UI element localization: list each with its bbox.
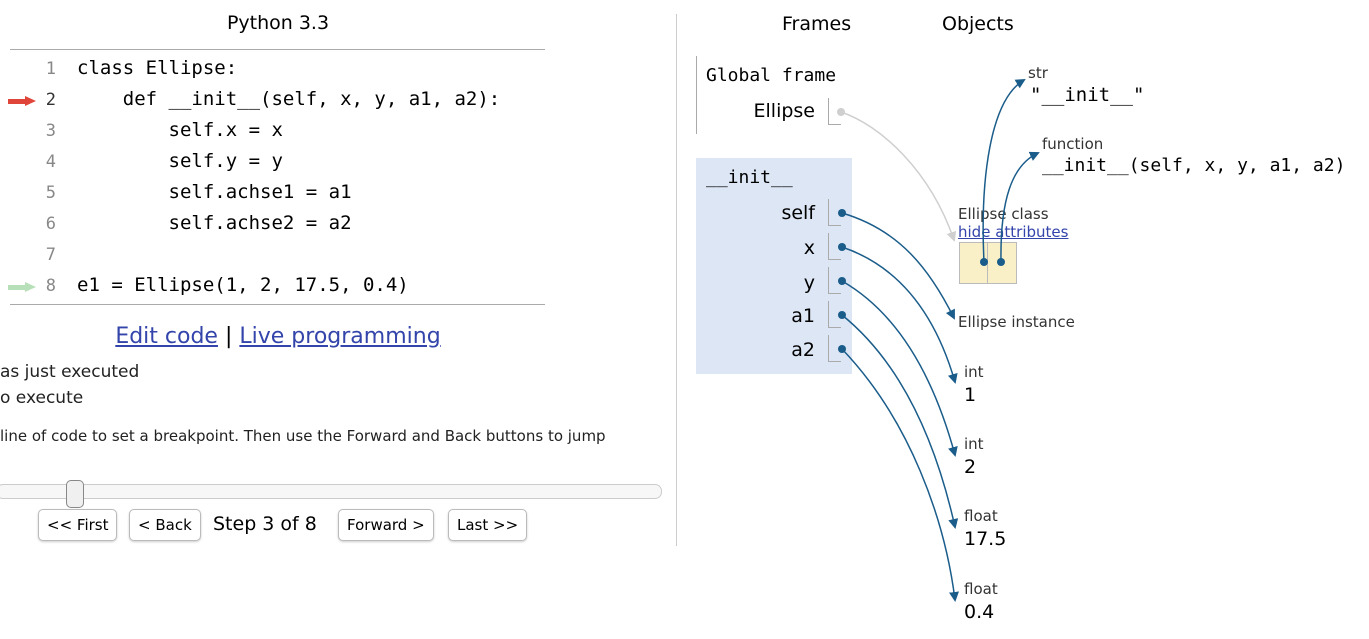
str-type: str: [1028, 64, 1048, 82]
init-frame: [696, 158, 852, 374]
float2-type: float: [964, 580, 998, 598]
pointer-class-to-function: [997, 151, 1040, 266]
execution-slider[interactable]: [0, 484, 662, 499]
link-separator: |: [224, 324, 233, 349]
line-number: 5: [45, 183, 56, 203]
var-ellipse-name: Ellipse: [753, 100, 816, 122]
code-line-8[interactable]: 8 e1 = Ellipse(1, 2, 17.5, 0.4): [0, 272, 560, 303]
pointer-a2-to-float2: [838, 345, 959, 602]
code-line-3[interactable]: 3 self.x = x: [0, 117, 560, 148]
global-frame: [696, 56, 849, 134]
global-frame-title: Global frame: [706, 65, 837, 86]
var-x-slot: [828, 233, 841, 260]
code-top-rule: [10, 49, 545, 50]
function-type: function: [1042, 135, 1104, 153]
var-y-name: y: [803, 272, 815, 294]
pointer-a1-to-float1: [838, 311, 959, 529]
edit-code-link[interactable]: Edit code: [115, 324, 218, 349]
code-line-2[interactable]: 2 def __init__(self, x, y, a1, a2):: [0, 86, 560, 117]
step-counter: Step 3 of 8: [213, 513, 317, 535]
str-value: "__init__": [1030, 84, 1145, 106]
var-self-name: self: [781, 202, 815, 224]
pointer-x-to-int1: [838, 243, 958, 384]
panel-divider: [676, 14, 677, 546]
code-bottom-rule: [10, 304, 545, 305]
first-button[interactable]: << First: [38, 509, 118, 541]
line-code: self.y = y: [77, 150, 283, 172]
next-line-arrow-icon: [8, 96, 36, 106]
float2-value: 0.4: [964, 601, 995, 623]
last-button[interactable]: Last >>: [448, 509, 528, 541]
line-number: 4: [45, 152, 56, 172]
line-code: self.achse2 = a2: [77, 212, 352, 234]
line-number: 6: [45, 214, 56, 234]
pointer-ellipse-to-class: [837, 108, 957, 242]
breakpoint-hint: line of code to set a breakpoint. Then u…: [0, 427, 606, 445]
code-line-1[interactable]: 1 class Ellipse:: [0, 55, 560, 86]
legend-just-executed: as just executed: [0, 362, 140, 382]
edit-links: Edit code | Live programming: [0, 324, 556, 349]
pointer-class-to-str: [980, 78, 1026, 266]
line-number: 2: [45, 90, 56, 110]
float1-value: 17.5: [964, 528, 1007, 550]
var-self-slot: [828, 199, 841, 226]
line-code: self.achse1 = a1: [77, 181, 352, 203]
line-code: self.x = x: [77, 119, 283, 141]
var-y-slot: [828, 267, 841, 294]
pointer-y-to-int2: [838, 277, 958, 457]
line-number: 3: [45, 121, 56, 141]
var-ellipse-slot: [828, 98, 841, 125]
language-title: Python 3.3: [226, 12, 330, 34]
prev-line-arrow-icon: [8, 282, 36, 292]
var-a1-slot: [828, 301, 841, 328]
line-code: class Ellipse:: [77, 57, 238, 79]
line-code: def __init__(self, x, y, a1, a2):: [77, 88, 501, 110]
code-line-5[interactable]: 5 self.achse1 = a1: [0, 179, 560, 210]
init-frame-title: __init__: [706, 167, 793, 188]
live-programming-link[interactable]: Live programming: [239, 324, 441, 349]
int2-type: int: [964, 435, 984, 453]
float1-type: float: [964, 507, 998, 525]
int1-type: int: [964, 363, 984, 381]
legend-to-execute: o execute: [0, 388, 84, 408]
back-button[interactable]: < Back: [129, 509, 201, 541]
int2-value: 2: [964, 456, 977, 478]
pointer-self-to-instance: [838, 209, 955, 320]
code-line-6[interactable]: 6 self.achse2 = a2: [0, 210, 560, 241]
line-number: 7: [45, 245, 56, 265]
objects-header: Objects: [942, 13, 1014, 35]
var-a2-name: a2: [791, 339, 815, 361]
class-attributes-box: [959, 242, 1017, 284]
code-line-7[interactable]: 7: [0, 241, 560, 272]
var-a1-name: a1: [791, 305, 815, 327]
line-number: 1: [45, 59, 56, 79]
instance-type: Ellipse instance: [958, 313, 1075, 331]
int1-value: 1: [964, 384, 977, 406]
forward-button[interactable]: Forward >: [338, 509, 434, 541]
function-signature: __init__(self, x, y, a1, a2): [1042, 155, 1346, 176]
line-code: e1 = Ellipse(1, 2, 17.5, 0.4): [77, 274, 409, 296]
code-line-4[interactable]: 4 self.y = y: [0, 148, 560, 179]
var-a2-slot: [828, 335, 841, 362]
hide-attributes-link[interactable]: hide attributes: [958, 223, 1069, 241]
frames-header: Frames: [782, 13, 852, 35]
var-x-name: x: [803, 237, 815, 259]
slider-handle[interactable]: [66, 480, 84, 508]
line-number: 8: [45, 276, 56, 296]
